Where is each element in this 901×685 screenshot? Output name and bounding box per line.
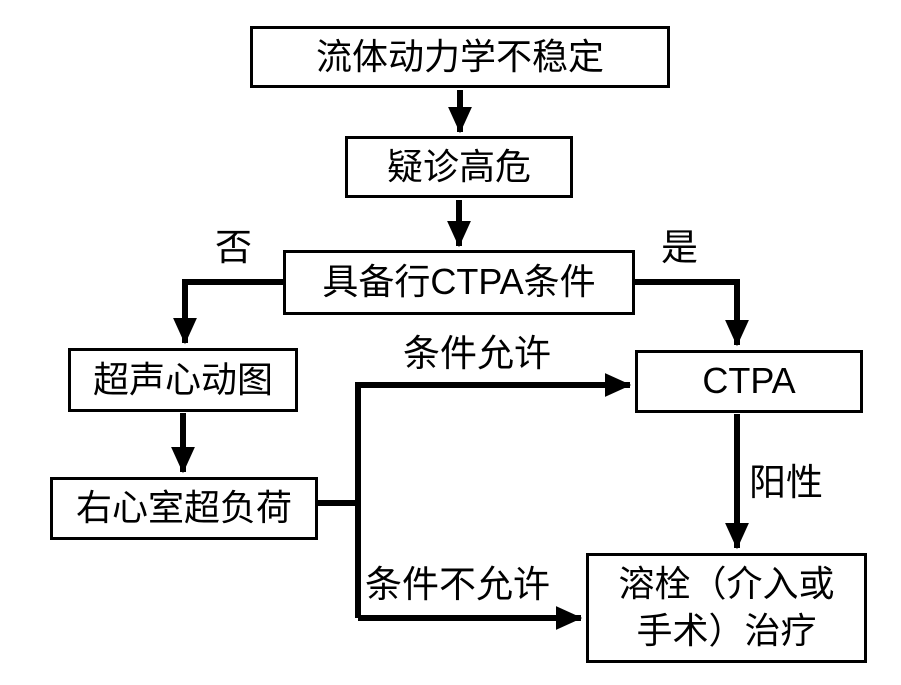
node-suspected-high-risk-label: 疑诊高危 xyxy=(386,145,531,187)
arrow-yes-branch-to-ctpa xyxy=(635,279,749,347)
edge-label-conditions-not-permit: 条件不允许 xyxy=(365,564,550,605)
node-echocardiography: 超声心动图 xyxy=(68,348,298,412)
arrow-no-branch-to-echocardiography xyxy=(173,279,283,345)
node-ctpa-condition-label: 具备行CTPA条件 xyxy=(322,261,596,303)
node-thrombolysis-label-line2: 手术）治疗 xyxy=(636,610,817,651)
arrow-conditions-permit-to-ctpa xyxy=(355,373,632,618)
node-ctpa-label: CTPA xyxy=(702,360,796,402)
node-hemodynamic-instability-label: 流体动力学不稳定 xyxy=(315,35,604,77)
node-rv-overload: 右心室超负荷 xyxy=(50,477,318,540)
node-ctpa: CTPA xyxy=(635,350,863,413)
node-echocardiography-label: 超声心动图 xyxy=(92,358,273,400)
edge-label-no: 否 xyxy=(215,227,252,268)
edge-label-positive: 阳性 xyxy=(749,462,823,503)
edge-label-yes: 是 xyxy=(661,227,698,268)
node-hemodynamic-instability: 流体动力学不稳定 xyxy=(250,26,670,88)
node-rv-overload-label: 右心室超负荷 xyxy=(75,487,292,529)
node-thrombolysis-label-line1: 溶栓（介入或 xyxy=(618,563,835,605)
edge-label-conditions-permit: 条件允许 xyxy=(403,333,551,374)
node-suspected-high-risk: 疑诊高危 xyxy=(345,136,573,198)
node-ctpa-condition: 具备行CTPA条件 xyxy=(283,250,635,315)
node-thrombolysis: 溶栓（介入或 手术）治疗 xyxy=(586,553,867,663)
